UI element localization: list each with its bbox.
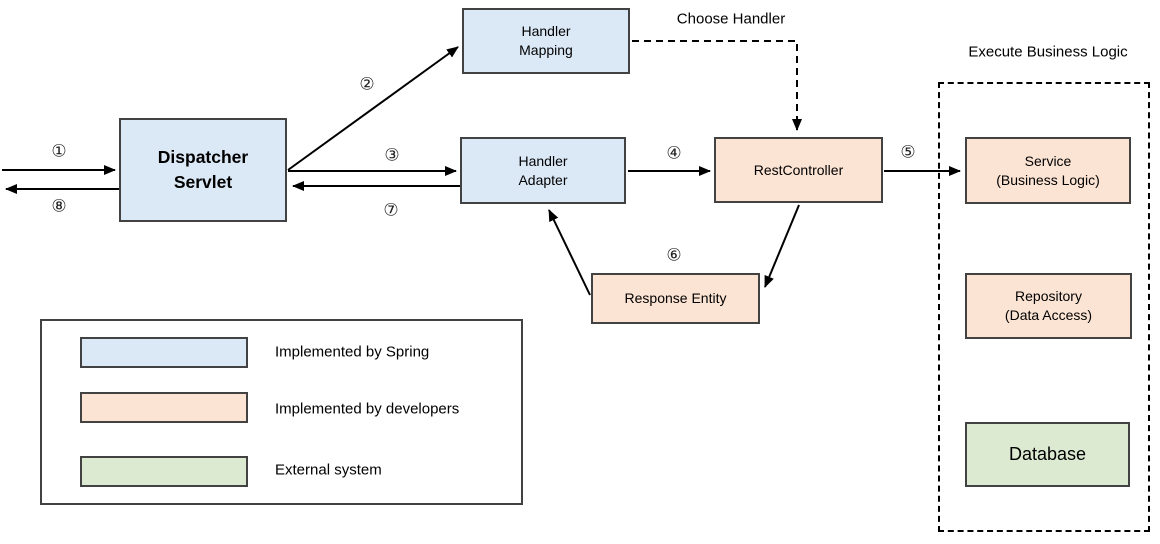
legend-swatch-external	[80, 456, 248, 487]
node-label: Database	[1008, 444, 1087, 464]
node-label: Repository	[1015, 288, 1082, 304]
node-label: Handler	[518, 152, 568, 169]
legend-label-developers: Implemented by developers	[275, 400, 460, 418]
execute-business-logic-container	[938, 82, 1150, 532]
node-label: Adapter	[518, 171, 568, 188]
legend-label-spring: Implemented by Spring	[275, 343, 430, 361]
node-dispatcher-servlet: Dispatcher Servlet	[119, 118, 287, 222]
node-repository: Repository (Data Access)	[965, 273, 1132, 339]
choose-handler-label: Choose Handler	[676, 10, 786, 28]
node-handler-mapping: Handler Mapping	[462, 8, 630, 74]
node-handler-adapter: Handler Adapter	[460, 137, 626, 204]
step-6-label: ⑥	[666, 245, 682, 265]
step-8-label: ⑧	[51, 196, 67, 216]
step-1-label: ①	[51, 141, 67, 161]
legend-swatch-spring	[80, 337, 248, 368]
node-label: Service	[1024, 152, 1072, 169]
legend-swatch-developers	[80, 392, 248, 423]
node-label: RestController	[753, 161, 844, 178]
legend	[40, 319, 523, 505]
arrow-restcontroller-to-response-entity	[764, 204, 800, 288]
node-label: (Business Logic)	[996, 171, 1100, 188]
execute-business-logic-label: Execute Business Logic	[968, 43, 1128, 61]
step-2-label: ②	[359, 74, 375, 94]
step-7-label: ⑦	[383, 200, 399, 220]
node-label: Mapping	[519, 42, 573, 58]
node-label: Response Entity	[624, 290, 727, 306]
node-database: Database	[965, 422, 1130, 487]
step-3-label: ③	[384, 145, 400, 165]
arrow-step-6-response-entity-to-adapter	[548, 209, 591, 296]
node-label: Handler	[521, 23, 571, 39]
arrow-choose-handler-dashed	[632, 40, 802, 131]
step-4-label: ④	[666, 143, 682, 163]
node-response-entity: Response Entity	[591, 273, 760, 324]
node-label: Servlet	[173, 172, 233, 192]
step-5-label: ⑤	[900, 142, 916, 162]
arrow-step-2-to-handler-mapping	[287, 46, 459, 171]
node-label: Dispatcher	[157, 147, 249, 167]
node-service: Service (Business Logic)	[965, 137, 1131, 204]
node-restcontroller: RestController	[714, 137, 883, 203]
legend-label-external: External system	[275, 461, 382, 479]
node-label: (Data Access)	[1004, 307, 1093, 323]
